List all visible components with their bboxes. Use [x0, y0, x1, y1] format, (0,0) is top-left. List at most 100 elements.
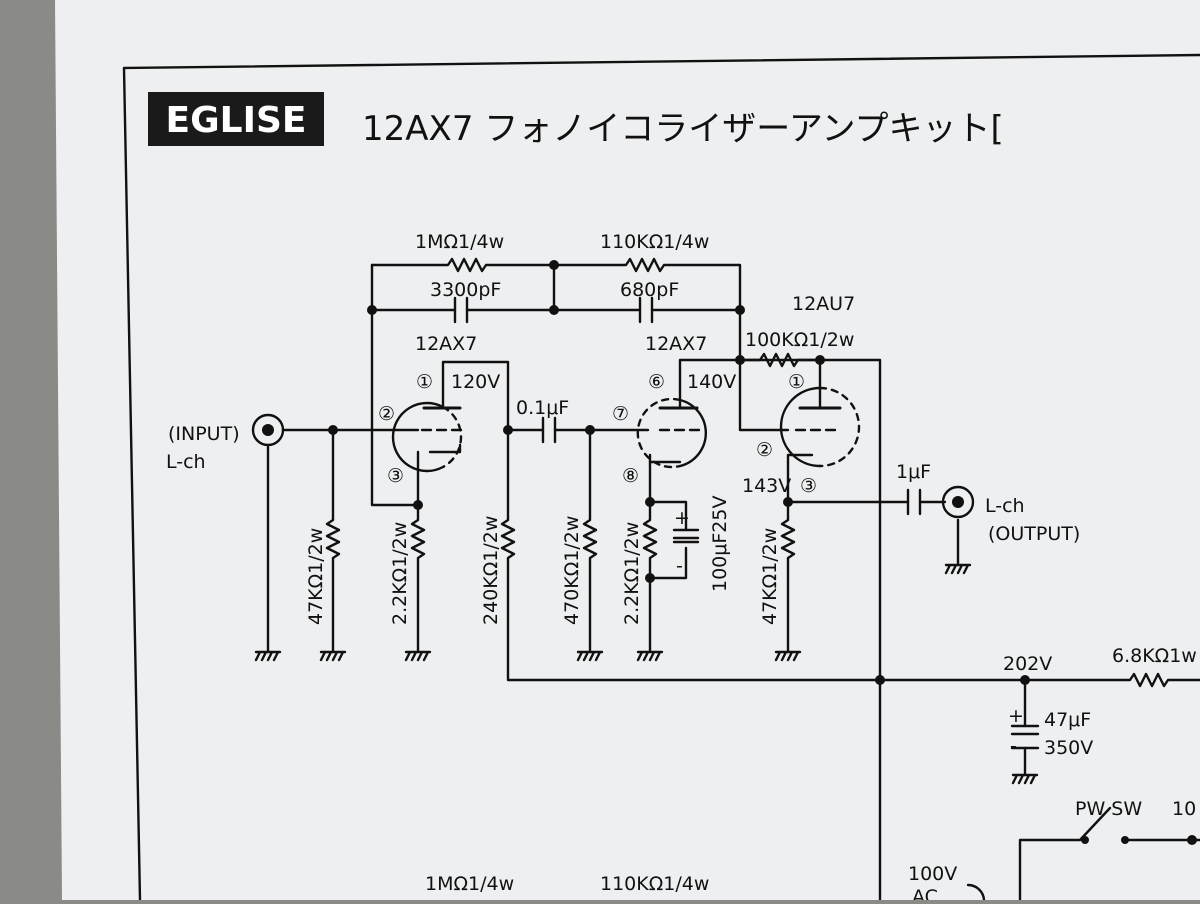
tube-3-cathode — [786, 453, 814, 464]
label-r-feedback-1m: 1MΩ1/4w — [415, 231, 504, 253]
label-output: (OUTPUT) — [988, 523, 1080, 545]
tube-3-envelope — [779, 386, 822, 468]
label-pin-2c: ② — [756, 439, 773, 461]
label-pin-3a: ③ — [387, 465, 404, 487]
ground-symbol — [254, 650, 282, 662]
label-ac: AC — [912, 886, 938, 900]
junction-dot — [815, 355, 825, 365]
resistor-47k-output — [780, 460, 796, 654]
brand-logo: EGLISE — [166, 100, 307, 141]
junction-dot — [645, 497, 655, 507]
feedback-resistor-1m — [370, 257, 556, 273]
junction-dot — [367, 305, 377, 315]
label-c-350v: 350V — [1044, 737, 1093, 759]
label-bottom-r2: 110KΩ1/4w — [600, 873, 709, 895]
cap-680pf-symbol — [638, 296, 654, 324]
label-r-240k: 240KΩ1/2w — [480, 516, 502, 625]
label-r-100k: 100KΩ1/2w — [745, 329, 854, 351]
junction-dot — [1187, 835, 1197, 845]
label-c-680pf: 680pF — [620, 279, 679, 301]
label-tube-2: 12AX7 — [645, 333, 707, 355]
label-r-47k-input: 47KΩ1/2w — [305, 528, 327, 625]
label-v-143: 143V — [742, 475, 791, 497]
output-jack — [941, 485, 975, 519]
label-pin-2a: ② — [378, 403, 395, 425]
label-pin-1a: ① — [416, 371, 433, 393]
label-ac-100v: 100V — [908, 863, 957, 885]
junction-dot — [549, 305, 559, 315]
ac-plug — [966, 883, 986, 902]
label-pin-1c: ① — [788, 371, 805, 393]
label-output-ch: L-ch — [985, 495, 1025, 517]
output-jack-center — [952, 496, 964, 508]
tube-2-envelope-dashed — [636, 397, 682, 469]
tube-3-envelope-dashed — [818, 386, 861, 468]
tube-1-plate-lead — [441, 360, 510, 432]
label-r-2k2-b: 2.2KΩ1/2w — [621, 522, 643, 625]
ground-symbol — [1011, 773, 1039, 785]
junction-dot — [585, 425, 595, 435]
ground-symbol — [774, 650, 802, 662]
label-bottom-r1: 1MΩ1/4w — [425, 873, 514, 895]
tube-2-envelope — [678, 398, 707, 468]
cap-100uf-symbol — [672, 528, 700, 544]
ground-symbol — [319, 650, 347, 662]
label-pw-sw: PW SW — [1075, 798, 1142, 820]
resistor-47k-input — [325, 428, 341, 654]
label-bypass-minus: - — [676, 555, 683, 577]
ground-symbol — [636, 650, 664, 662]
label-c-47uf: 47μF — [1044, 709, 1091, 731]
resistor-470k — [582, 428, 598, 654]
paper-sheet — [55, 0, 1200, 900]
resistor-2k2-b — [642, 460, 658, 654]
label-r-47k-output: 47KΩ1/2w — [759, 528, 781, 625]
junction-dot — [328, 425, 338, 435]
junction-dot — [1020, 675, 1030, 685]
label-cap-minus: - — [1010, 735, 1017, 757]
label-pin-3c: ③ — [800, 475, 817, 497]
junction-dot — [549, 260, 559, 270]
label-r-470k: 470KΩ1/2w — [561, 516, 583, 625]
label-bypass-plus: + — [674, 507, 690, 529]
junction-dot — [875, 675, 885, 685]
input-jack-center — [262, 424, 274, 436]
label-v-202: 202V — [1003, 653, 1052, 675]
cap-coupling-symbol — [541, 416, 557, 444]
brand-box — [148, 92, 324, 146]
ground-symbol — [404, 650, 432, 662]
tube-3-grid-lead — [738, 358, 790, 432]
junction-dot — [735, 305, 745, 315]
junction-dot — [413, 500, 423, 510]
junction-dot — [735, 355, 745, 365]
junction-dot — [783, 497, 793, 507]
junction-dot — [503, 425, 513, 435]
tube-1-envelope — [391, 401, 445, 473]
label-input: (INPUT) — [168, 423, 240, 445]
label-pin-6b: ⑥ — [648, 371, 665, 393]
resistor-2k2-a — [410, 450, 426, 654]
junction-dot — [1081, 836, 1089, 844]
label-tube-3: 12AU7 — [792, 293, 855, 315]
label-c-3300pf: 3300pF — [430, 279, 501, 301]
resistor-6k8 — [878, 672, 1200, 688]
label-v-140: 140V — [687, 371, 736, 393]
cap-1uf-symbol — [906, 488, 922, 516]
label-c-100uf: 100μF25V — [709, 496, 731, 592]
ground-symbol — [576, 650, 604, 662]
junction-dot — [1121, 836, 1129, 844]
cap-3300pf-symbol — [453, 296, 469, 324]
label-tube-1: 12AX7 — [415, 333, 477, 355]
junction-dot — [645, 573, 655, 583]
label-c-1uf: 1μF — [896, 461, 931, 483]
cap-47uf-symbol — [1010, 724, 1040, 750]
bypass-cap-wires — [648, 500, 688, 580]
label-c-coupling: 0.1μF — [516, 397, 569, 419]
input-jack — [251, 413, 285, 447]
resistor-240k-and-bplus — [500, 428, 882, 682]
page-title: 12AX7 フォノイコライザーアンプキット[ — [362, 109, 1004, 149]
resistor-100k — [738, 352, 822, 368]
label-partial-10: 10 — [1172, 798, 1196, 820]
feedback-resistor-110k — [552, 257, 742, 362]
